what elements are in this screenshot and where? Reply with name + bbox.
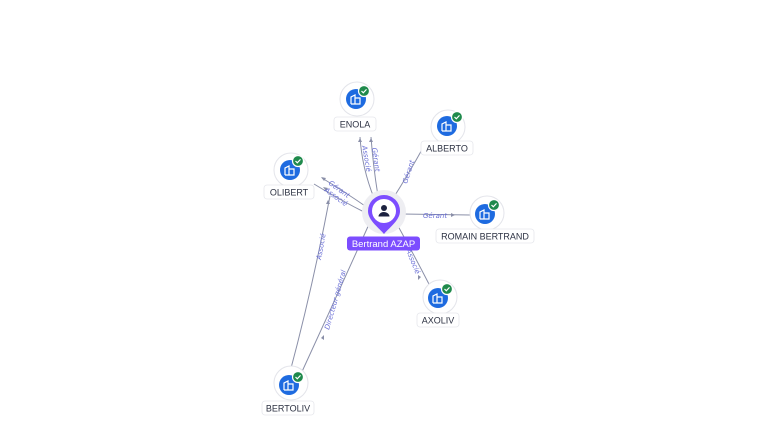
building-glyph bbox=[283, 380, 294, 391]
edge-enola-associe[interactable] bbox=[359, 136, 375, 199]
edge-label-bertoliv-dg: Directeur général bbox=[323, 269, 348, 330]
check-icon bbox=[291, 154, 305, 168]
arrow-icon bbox=[321, 335, 324, 340]
person-icon bbox=[378, 205, 390, 217]
check-icon bbox=[357, 84, 371, 98]
edge-label-axoliv-associe: Associé bbox=[404, 247, 422, 276]
arrow-icon bbox=[451, 213, 455, 217]
check-icon bbox=[291, 370, 305, 384]
arrow-icon bbox=[321, 177, 326, 181]
company-node-romain-bertrand[interactable]: ROMAIN BERTRAND bbox=[435, 195, 535, 244]
label-bg bbox=[263, 184, 315, 200]
person-node-bertrand-azap[interactable]: Bertrand AZAP bbox=[347, 190, 420, 251]
building-glyph bbox=[479, 209, 490, 220]
check-glyph bbox=[444, 286, 450, 292]
label-bg bbox=[420, 140, 474, 156]
company-label: ROMAIN BERTRAND bbox=[441, 232, 529, 242]
edge-label-alberto-gerant: Gérant bbox=[401, 159, 416, 185]
label-bg bbox=[416, 312, 460, 328]
arrow-icon bbox=[369, 138, 373, 142]
check-glyph bbox=[295, 374, 301, 380]
arrow-icon bbox=[418, 275, 421, 280]
company-label: ENOLA bbox=[340, 120, 371, 130]
arrow-icon bbox=[326, 200, 330, 204]
building-glyph bbox=[432, 293, 443, 304]
company-node-bertoliv[interactable]: BERTOLIV bbox=[261, 365, 315, 416]
company-label: OLIBERT bbox=[270, 188, 309, 198]
company-label: ALBERTO bbox=[426, 144, 468, 154]
building-glyph bbox=[350, 94, 361, 105]
label-bg bbox=[261, 400, 315, 416]
check-glyph bbox=[361, 88, 367, 94]
company-label: BERTOLIV bbox=[266, 404, 310, 414]
company-node-alberto[interactable]: ALBERTO bbox=[420, 109, 474, 156]
check-icon bbox=[450, 110, 464, 124]
arrow-icon bbox=[323, 187, 328, 191]
check-glyph bbox=[491, 202, 497, 208]
edge-romain-gerant[interactable] bbox=[401, 213, 471, 216]
label-bg bbox=[333, 116, 377, 132]
company-label: AXOLIV bbox=[422, 316, 455, 326]
edge-label-bertoliv-associe: Associé bbox=[315, 232, 328, 261]
check-glyph bbox=[454, 114, 460, 120]
company-node-axoliv[interactable]: AXOLIV bbox=[416, 279, 460, 328]
building-glyph bbox=[441, 121, 452, 132]
check-glyph bbox=[295, 158, 301, 164]
arrow-icon bbox=[358, 138, 362, 142]
edge-axoliv-associe[interactable] bbox=[397, 225, 431, 287]
person-label-pill bbox=[347, 236, 420, 251]
company-node-enola[interactable]: ENOLA bbox=[333, 81, 377, 132]
edges: Gérant Associé Gérant Gérant Associé Gér… bbox=[289, 136, 471, 377]
check-icon bbox=[440, 282, 454, 296]
company-node-olibert[interactable]: OLIBERT bbox=[263, 152, 315, 200]
edge-label-romain-gerant: Gérant bbox=[423, 212, 447, 220]
edge-label-enola-gerant: Gérant bbox=[370, 147, 381, 172]
building-glyph bbox=[284, 165, 295, 176]
check-icon bbox=[487, 198, 501, 212]
edge-bertoliv-associe[interactable] bbox=[289, 195, 331, 373]
label-bg bbox=[435, 228, 535, 244]
person-label: Bertrand AZAP bbox=[352, 239, 415, 250]
